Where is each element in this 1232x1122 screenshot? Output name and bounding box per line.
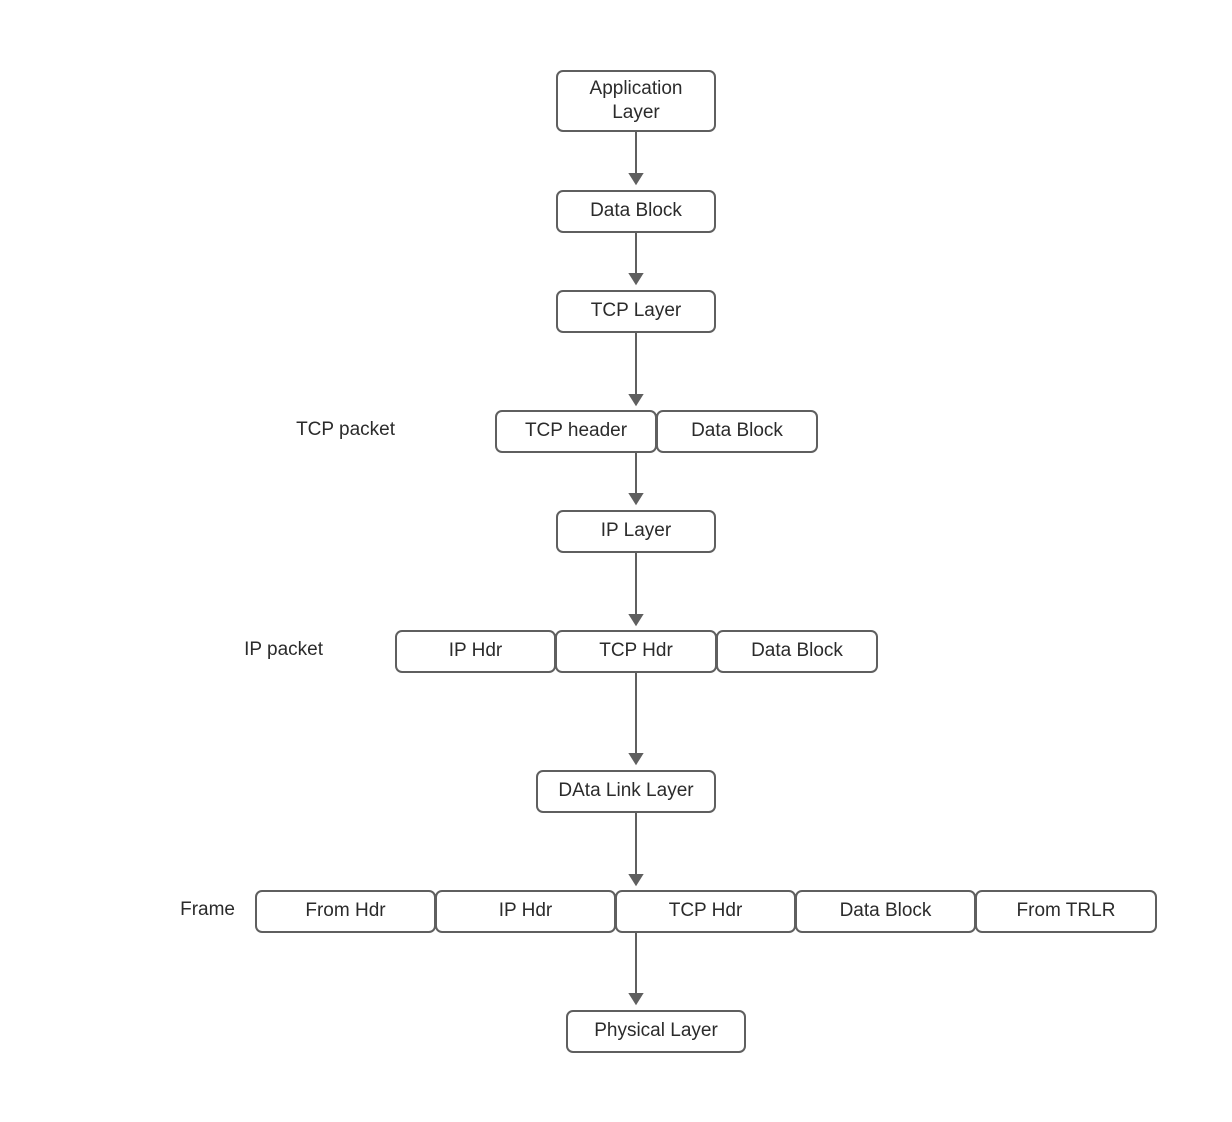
label-tcp-packet: TCP packet [296,419,395,440]
segment-ip-packet-data-block: Data Block [716,630,878,673]
node-physical-layer: Physical Layer [566,1010,746,1053]
segment-frame-from-hdr: From Hdr [255,890,436,933]
node-data-block: Data Block [556,190,716,233]
node-application-layer: Application Layer [556,70,716,132]
segment-tcp-packet-tcp-header: TCP header [495,410,657,453]
segment-frame-from-trlr: From TRLR [975,890,1157,933]
node-ip-layer: IP Layer [556,510,716,553]
segment-frame-tcp-hdr: TCP Hdr [615,890,796,933]
segment-frame-data-block: Data Block [795,890,976,933]
segment-ip-packet-tcp-hdr: TCP Hdr [555,630,717,673]
segment-tcp-packet-data-block: Data Block [656,410,818,453]
node-data-link-layer: DAta Link Layer [536,770,716,813]
segment-ip-packet-ip-hdr: IP Hdr [395,630,556,673]
node-tcp-layer: TCP Layer [556,290,716,333]
segment-frame-ip-hdr: IP Hdr [435,890,616,933]
label-ip-packet: IP packet [244,639,323,660]
label-frame: Frame [180,899,235,920]
